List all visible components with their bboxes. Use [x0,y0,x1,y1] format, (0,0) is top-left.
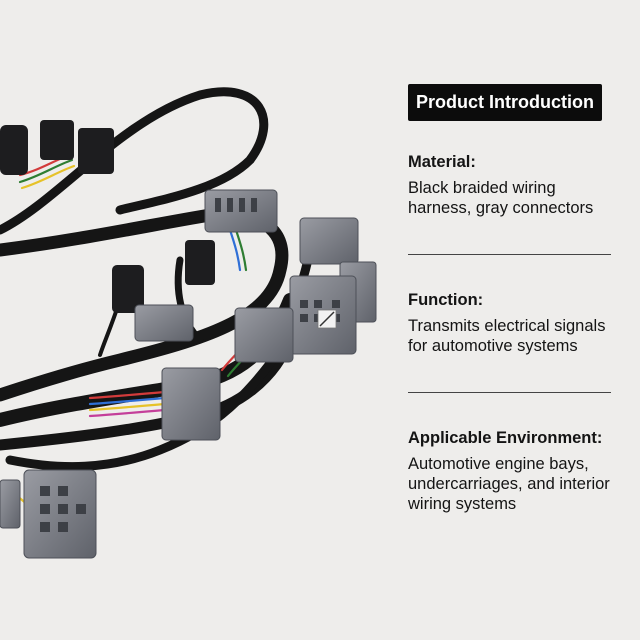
product-photo [0,87,377,559]
function-section: Function: Transmits electrical signals f… [408,291,618,356]
function-description: Transmits electrical signals for automot… [408,317,606,355]
environment-description: Automotive engine bays, undercarriages, … [408,455,610,513]
product-introduction-badge: Product Introduction [408,84,602,121]
environment-heading: Applicable Environment: [408,429,603,447]
material-section: Material: Black braided wiring harness, … [408,153,618,218]
wiring-harness-illustration [0,87,377,559]
material-description: Black braided wiring harness, gray conne… [408,179,594,217]
function-heading: Function: [408,291,484,309]
environment-section: Applicable Environment: Automotive engin… [408,429,618,514]
material-heading: Material: [408,153,476,171]
section-divider [408,254,611,255]
product-info-panel: Product Introduction Material: Black bra… [408,84,618,514]
section-divider [408,392,611,393]
